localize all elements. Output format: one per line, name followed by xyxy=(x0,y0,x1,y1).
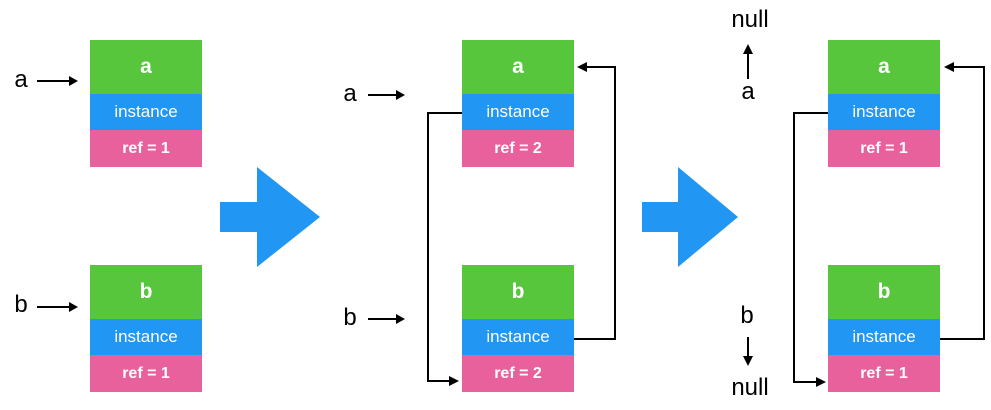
object-title: a xyxy=(462,40,574,94)
object-title: b xyxy=(828,265,940,319)
pointer-arrowhead-a-middle-icon xyxy=(396,90,405,100)
object-a-stage1: a instance ref = 1 xyxy=(90,40,202,167)
stage-arrow-1-icon xyxy=(220,167,320,267)
object-title: a xyxy=(90,40,202,94)
variable-label-b-right: b xyxy=(740,302,754,329)
pointer-arrowhead-a-left-icon xyxy=(69,76,78,86)
object-instance: instance xyxy=(828,94,940,130)
object-refcount: ref = 1 xyxy=(828,130,940,167)
null-label-bottom: null xyxy=(731,374,769,401)
connector-a-to-b-middle xyxy=(427,112,462,382)
arrow-b-to-null-arrowhead-icon xyxy=(743,356,753,366)
arrow-a-to-null-arrowhead-icon xyxy=(743,44,753,54)
object-instance: instance xyxy=(90,94,202,130)
object-title: b xyxy=(90,265,202,319)
object-refcount: ref = 2 xyxy=(462,130,574,167)
null-label-top: null xyxy=(731,6,769,33)
object-refcount: ref = 2 xyxy=(462,355,574,392)
variable-label-b-middle: b xyxy=(343,304,357,331)
object-a-stage2: a instance ref = 2 xyxy=(462,40,574,167)
object-instance: instance xyxy=(462,94,574,130)
variable-label-b-left: b xyxy=(14,291,28,318)
variable-label-a-middle: a xyxy=(343,80,357,107)
object-a-stage3: a instance ref = 1 xyxy=(828,40,940,167)
connector-b-to-a-middle-arrowhead-icon xyxy=(577,62,587,72)
object-title: b xyxy=(462,265,574,319)
pointer-arrowhead-b-left-icon xyxy=(69,302,78,312)
connector-b-to-a-middle xyxy=(573,66,616,340)
connector-b-to-a-right-arrowhead-icon xyxy=(944,62,954,72)
object-b-stage2: b instance ref = 2 xyxy=(462,265,574,392)
object-instance: instance xyxy=(462,319,574,355)
object-title: a xyxy=(828,40,940,94)
connector-b-to-a-right xyxy=(940,66,985,340)
object-b-stage3: b instance ref = 1 xyxy=(828,265,940,392)
object-instance: instance xyxy=(90,319,202,355)
object-b-stage1: b instance ref = 1 xyxy=(90,265,202,392)
variable-label-a-right: a xyxy=(741,78,755,105)
object-instance: instance xyxy=(828,319,940,355)
pointer-arrowhead-b-middle-icon xyxy=(396,314,405,324)
object-refcount: ref = 1 xyxy=(90,130,202,167)
connector-a-to-b-right-arrowhead-icon xyxy=(816,377,826,387)
connector-a-to-b-middle-arrowhead-icon xyxy=(449,376,459,386)
connector-a-to-b-right xyxy=(793,112,828,383)
stage-arrow-2-icon xyxy=(642,167,738,267)
variable-label-a-left: a xyxy=(14,66,28,93)
object-refcount: ref = 1 xyxy=(828,355,940,392)
object-refcount: ref = 1 xyxy=(90,355,202,392)
